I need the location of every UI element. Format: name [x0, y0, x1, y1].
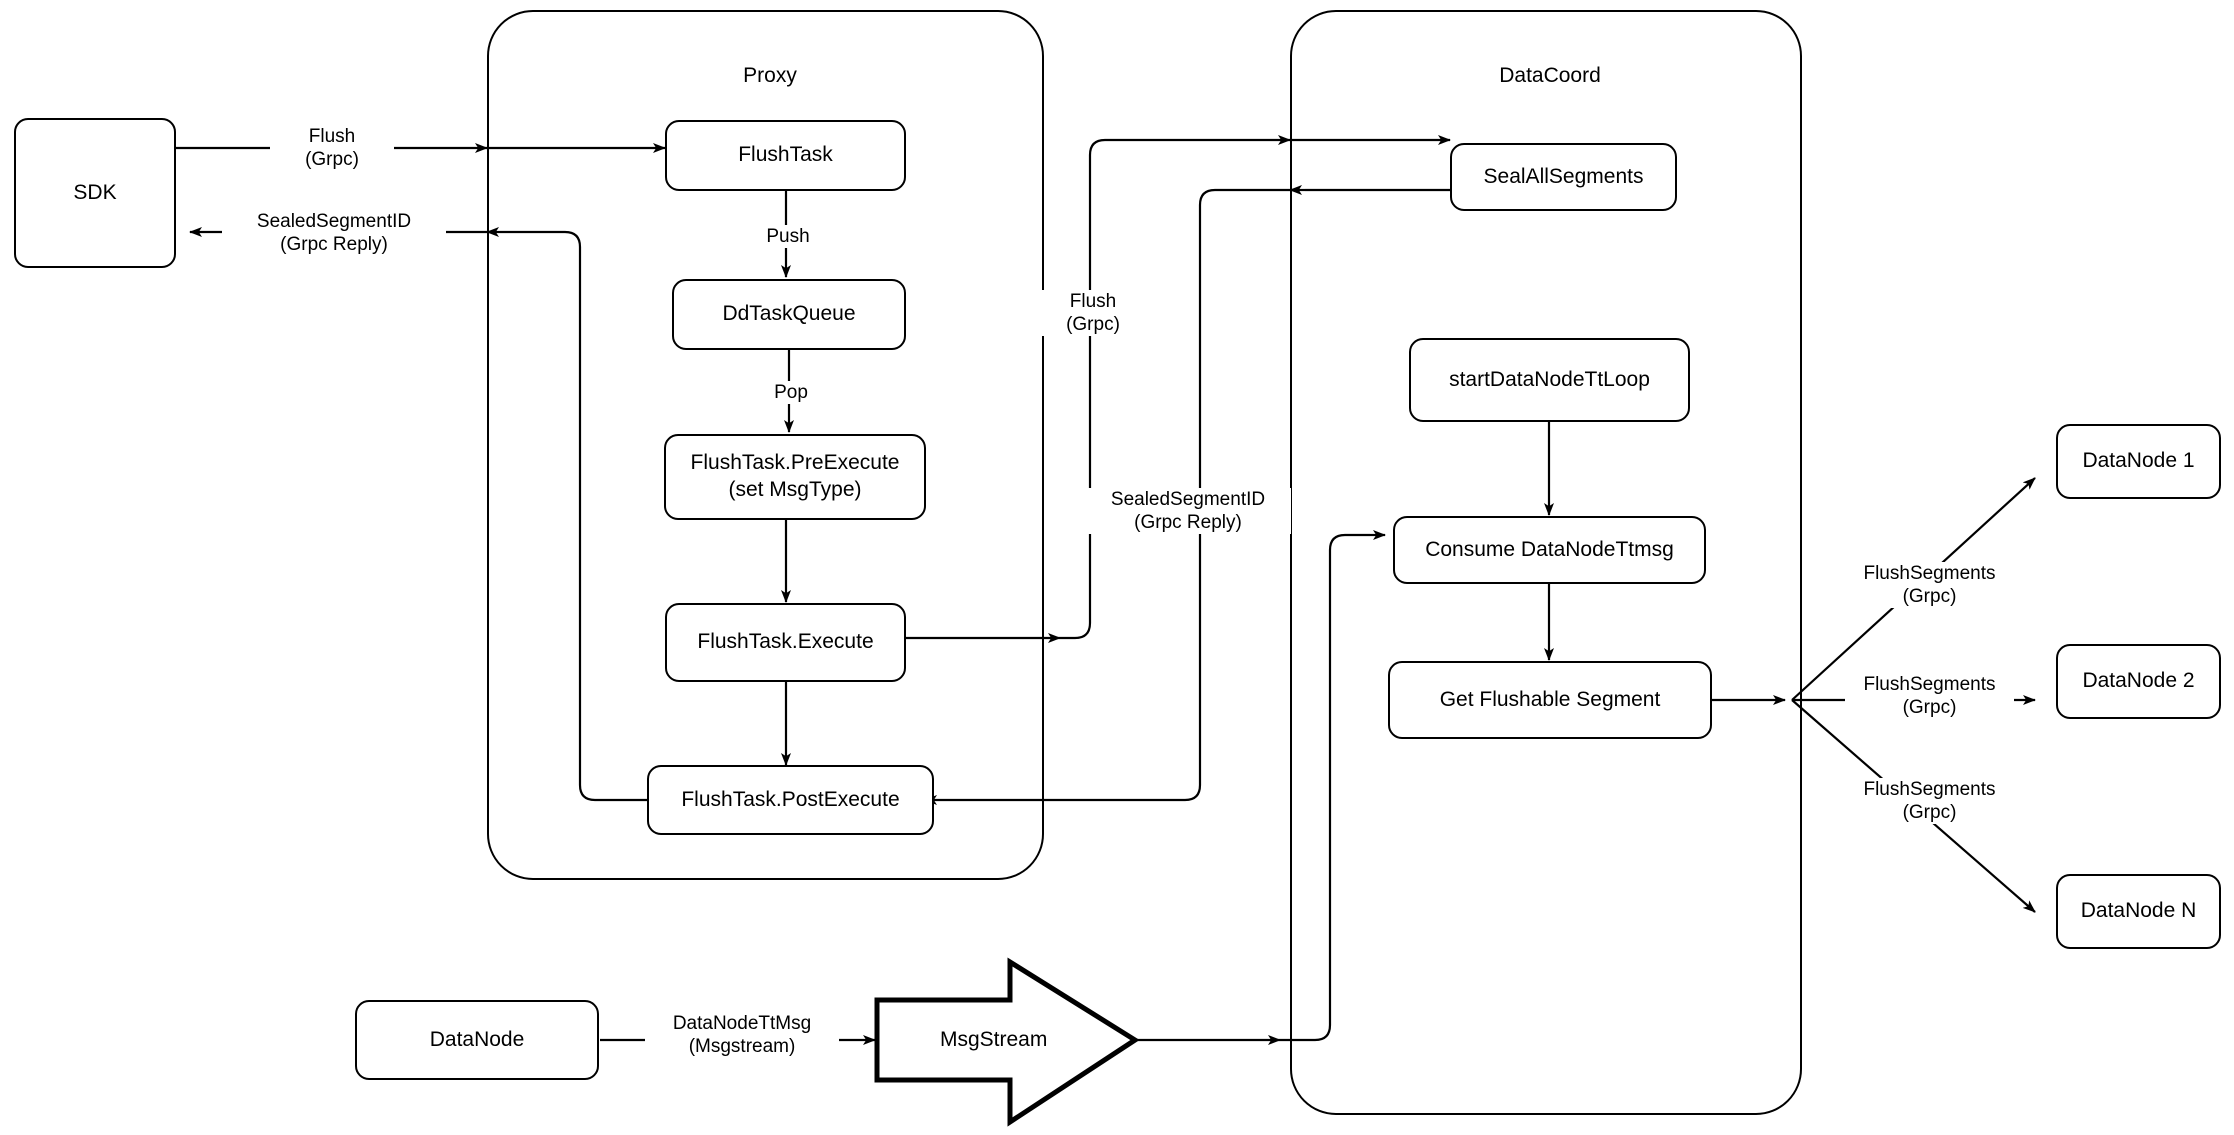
msgstream-arrow-shape [874, 957, 1140, 1127]
node-sealallsegments[interactable]: SealAllSegments [1450, 143, 1677, 211]
edge-flush-riser [1060, 138, 1270, 640]
edge-postexecute-to-sdk-leg [500, 230, 655, 802]
proxy-container-title: Proxy [743, 64, 797, 87]
node-msgstream-label: MsgStream [940, 1028, 1048, 1051]
edge-label-datanodettmsg: DataNodeTtMsg (Msgstream) [645, 1012, 839, 1059]
node-flushtask-postexecute[interactable]: FlushTask.PostExecute [647, 765, 934, 835]
edge-label-sealedsegmentid-proxy: SealedSegmentID (Grpc Reply) [1085, 488, 1291, 535]
node-datanode-n[interactable]: DataNode N [2056, 874, 2221, 949]
edge-label-flushsegments-1: FlushSegments (Grpc) [1845, 562, 2014, 609]
edge-label-flushsegments-n: FlushSegments (Grpc) [1845, 778, 2014, 825]
edge-label-flush-grpc-sdk: Flush (Grpc) [270, 125, 394, 172]
node-sdk[interactable]: SDK [14, 118, 176, 268]
edge-label-flushsegments-2: FlushSegments (Grpc) [1845, 673, 2014, 720]
node-consume-datanodettmsg[interactable]: Consume DataNodeTtmsg [1393, 516, 1706, 584]
node-ddtaskqueue[interactable]: DdTaskQueue [672, 279, 906, 350]
node-datanode-bottom[interactable]: DataNode [355, 1000, 599, 1080]
datacoord-container [1290, 10, 1802, 1115]
node-flushtask[interactable]: FlushTask [665, 120, 906, 191]
node-flushtask-preexecute[interactable]: FlushTask.PreExecute (set MsgType) [664, 434, 926, 520]
edge-label-sealedsegmentid-sdk: SealedSegmentID (Grpc Reply) [222, 210, 446, 257]
node-get-flushable-segment[interactable]: Get Flushable Segment [1388, 661, 1712, 739]
edge-label-pop: Pop [756, 381, 826, 405]
proxy-container [487, 10, 1044, 880]
edge-label-push: Push [750, 225, 826, 249]
node-datanode-1[interactable]: DataNode 1 [2056, 424, 2221, 499]
node-startdatanodettloop[interactable]: startDataNodeTtLoop [1409, 338, 1690, 422]
datacoord-container-title: DataCoord [1499, 64, 1601, 87]
node-flushtask-execute[interactable]: FlushTask.Execute [665, 603, 906, 682]
node-datanode-2[interactable]: DataNode 2 [2056, 644, 2221, 719]
edge-dc-riser-to-consume [1280, 533, 1370, 1042]
edge-label-flush-grpc-proxy: Flush (Grpc) [1036, 290, 1150, 337]
